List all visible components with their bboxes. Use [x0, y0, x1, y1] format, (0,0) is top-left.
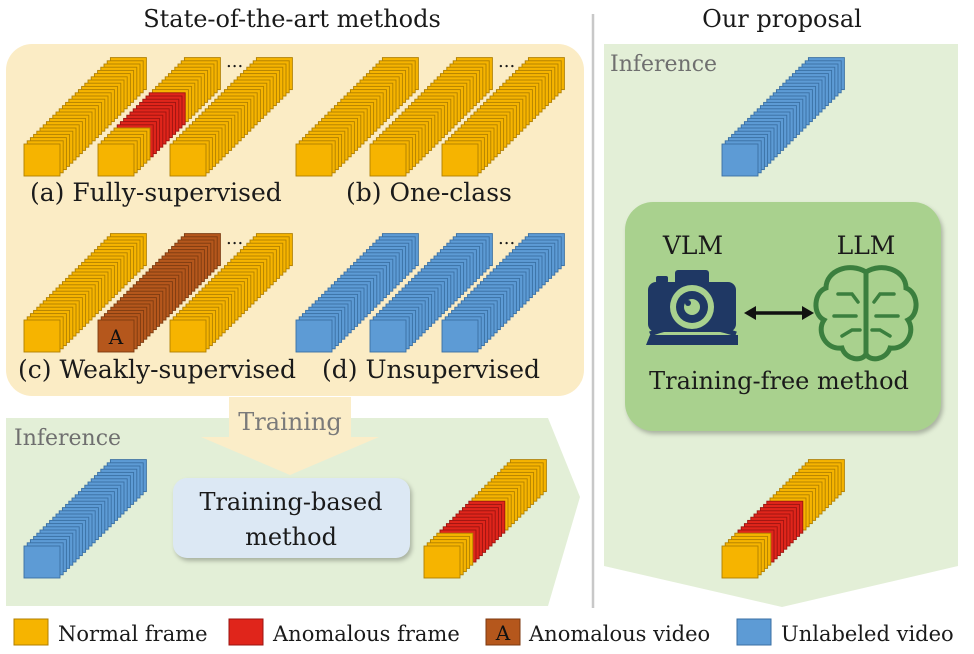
legend-anomalous-frame-swatch — [228, 618, 264, 646]
inference-output-stack — [423, 459, 547, 579]
video-stack-d3 — [441, 233, 565, 353]
video-stack-a1 — [23, 57, 147, 177]
legend-unlabeled-swatch — [736, 618, 772, 646]
ellipsis-c: ... — [226, 228, 243, 249]
training-based-line1: Training-based — [199, 488, 382, 516]
frame — [369, 143, 407, 177]
video-stack-b1 — [295, 57, 419, 177]
training-free-method-label: Training-free method — [649, 367, 909, 395]
ellipsis-a: ... — [226, 51, 243, 72]
video-stack-c1 — [23, 233, 147, 353]
ellipsis-b: ... — [498, 51, 515, 72]
legend-anomalous-video-swatch — [485, 618, 521, 646]
inference-label-left: Inference — [14, 426, 121, 451]
legend-anomalous-frame-label: Anomalous frame — [272, 622, 460, 646]
frame — [441, 319, 479, 353]
frame — [721, 545, 759, 579]
frame — [423, 545, 461, 579]
camera-icon — [646, 270, 738, 345]
inference-label-right: Inference — [610, 52, 717, 77]
ellipsis-d: ... — [498, 228, 515, 249]
brain-icon — [813, 265, 919, 362]
legend: Normal frame Anomalous frame A Anomalous… — [13, 618, 954, 646]
vlm-label: VLM — [662, 231, 723, 260]
panel-d-label: (d) Unsupervised — [322, 355, 540, 384]
proposal-input-stack — [721, 57, 845, 177]
frame-stacks: A — [23, 57, 845, 579]
training-free-method-box — [625, 202, 941, 431]
video-stack-c2 — [97, 233, 221, 353]
video-stack-a3 — [169, 57, 293, 177]
frame — [721, 143, 759, 177]
training-arrow-label: Training — [238, 408, 341, 436]
frame — [97, 319, 135, 353]
panel-c-label: (c) Weakly-supervised — [18, 355, 296, 384]
llm-label: LLM — [837, 231, 896, 260]
inference-input-stack — [23, 459, 147, 579]
proposal-header: Our proposal — [702, 5, 862, 33]
legend-unlabeled-label: Unlabeled video — [781, 622, 954, 646]
video-stack-d1 — [295, 233, 419, 353]
anomalous-video-marker: A — [108, 325, 124, 349]
training-based-line2: method — [245, 523, 337, 551]
panel-a-label: (a) Fully-supervised — [30, 178, 282, 207]
frame — [23, 319, 61, 353]
frame — [97, 143, 135, 177]
proposal-output-stack — [721, 459, 845, 579]
video-stack-a2 — [97, 57, 221, 177]
video-stack-b2 — [369, 57, 493, 177]
frame — [295, 143, 333, 177]
training-based-method-box — [173, 478, 410, 558]
frame — [169, 319, 207, 353]
legend-normal-label: Normal frame — [58, 622, 208, 646]
legend-anomalous-video-label: Anomalous video — [528, 622, 710, 646]
video-stack-c3 — [169, 233, 293, 353]
legend-normal-swatch — [13, 618, 49, 646]
video-stack-b3 — [441, 57, 565, 177]
double-arrow-icon — [744, 306, 814, 320]
frame — [295, 319, 333, 353]
sota-header: State-of-the-art methods — [143, 5, 441, 33]
frame — [441, 143, 479, 177]
frame — [169, 143, 207, 177]
legend-anomalous-video-marker: A — [495, 621, 511, 645]
panel-b-label: (b) One-class — [346, 178, 512, 207]
frame — [23, 545, 61, 579]
frame — [369, 319, 407, 353]
training-arrow — [201, 397, 379, 475]
frame — [23, 143, 61, 177]
video-stack-d2 — [369, 233, 493, 353]
